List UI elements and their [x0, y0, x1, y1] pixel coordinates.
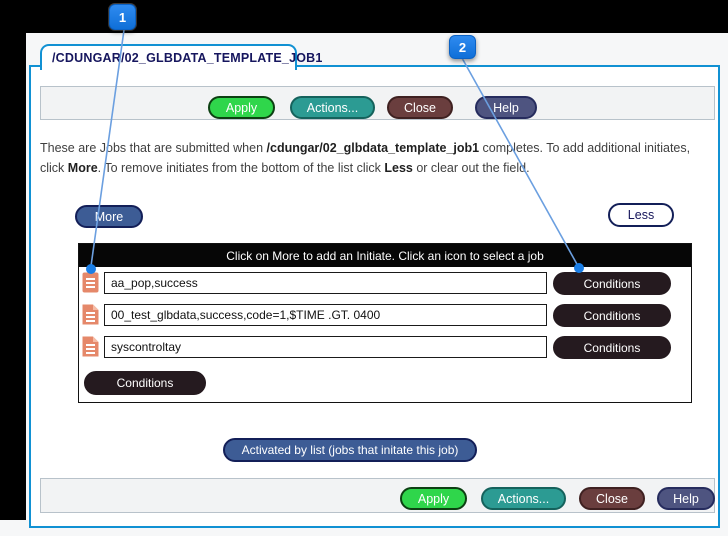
conditions-button-extra[interactable]: Conditions: [84, 371, 206, 395]
initiate-job-input[interactable]: [104, 272, 547, 294]
less-keyword-bold: Less: [384, 161, 413, 175]
initiate-job-input[interactable]: [104, 336, 547, 358]
more-keyword-bold: More: [67, 161, 98, 175]
initiate-panel-header: Click on More to add an Initiate. Click …: [79, 244, 691, 267]
conditions-button[interactable]: Conditions: [553, 336, 671, 359]
close-button[interactable]: Close: [387, 96, 453, 119]
initiate-panel: Click on More to add an Initiate. Click …: [78, 243, 692, 403]
page-background-left: [0, 0, 26, 520]
less-button[interactable]: Less: [608, 203, 674, 227]
initiate-row: Conditions: [79, 272, 691, 298]
callout-badge-2: 2: [449, 35, 476, 59]
description-segment: These are Jobs that are submitted when: [40, 141, 267, 155]
actions-button-bottom[interactable]: Actions...: [481, 487, 566, 510]
more-button[interactable]: More: [75, 205, 143, 228]
callout-badge-1: 1: [109, 4, 136, 30]
close-button-bottom[interactable]: Close: [579, 487, 645, 510]
document-icon[interactable]: [82, 304, 99, 325]
apply-button[interactable]: Apply: [208, 96, 275, 119]
actions-button[interactable]: Actions...: [290, 96, 375, 119]
document-icon[interactable]: [82, 336, 99, 357]
help-button[interactable]: Help: [475, 96, 537, 119]
conditions-button[interactable]: Conditions: [553, 272, 671, 295]
initiate-row: Conditions: [79, 304, 691, 330]
apply-button-bottom[interactable]: Apply: [400, 487, 467, 510]
job-tab[interactable]: /CDUNGAR/02_GLBDATA_TEMPLATE_JOB1: [40, 44, 322, 70]
job-name-bold: /cdungar/02_glbdata_template_job1: [266, 141, 480, 155]
job-tab-label: /CDUNGAR/02_GLBDATA_TEMPLATE_JOB1: [52, 51, 323, 65]
top-toolbar: [40, 86, 715, 120]
conditions-button[interactable]: Conditions: [553, 304, 671, 327]
document-solid-icon[interactable]: [82, 272, 99, 293]
activated-by-list-button[interactable]: Activated by list (jobs that initate thi…: [223, 438, 477, 462]
description-text: These are Jobs that are submitted when /…: [40, 138, 708, 178]
description-segment: . To remove initiates from the bottom of…: [97, 161, 385, 175]
initiate-row: Conditions: [79, 336, 691, 362]
initiate-job-input[interactable]: [104, 304, 547, 326]
help-button-bottom[interactable]: Help: [657, 487, 715, 510]
description-segment: or clear out the field.: [412, 161, 530, 175]
